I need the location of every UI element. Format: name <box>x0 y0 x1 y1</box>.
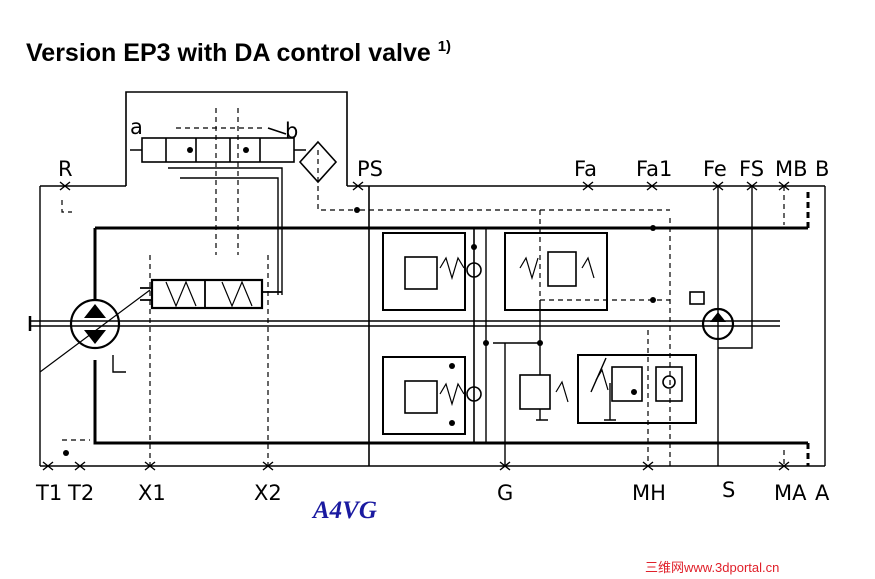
port-label-mb: MB <box>775 157 808 181</box>
port-label-b: B <box>815 157 829 181</box>
valve-label-a: a <box>130 115 143 139</box>
valve-label-b: b <box>285 119 298 143</box>
port-label-fe: Fe <box>703 157 727 181</box>
port-label-ps: PS <box>357 157 383 181</box>
schematic-lines <box>28 91 826 471</box>
title-footnote: 1) <box>437 38 452 55</box>
charge-pump-arrow-icon <box>710 312 726 322</box>
port-label-x2: X2 <box>254 481 282 505</box>
title-text: Version EP3 with DA control valve <box>26 39 431 67</box>
port-label-fs: FS <box>739 157 764 181</box>
port-label-s: S <box>722 478 735 502</box>
pump-arrow-icon <box>84 304 106 344</box>
port-label-t2: T2 <box>67 481 94 505</box>
port-label-x1: X1 <box>138 481 166 505</box>
product-label: A4VG <box>311 497 377 524</box>
page-title: Version EP3 with DA control valve 1) <box>26 38 451 68</box>
port-label-t1: T1 <box>35 481 62 505</box>
port-label-a: A <box>815 481 830 505</box>
port-label-ma: MA <box>774 481 807 505</box>
port-label-mh: MH <box>632 481 666 505</box>
port-labels: R PS Fa Fa1 Fe FS MB B T1 T2 X1 X2 G MH … <box>35 115 830 505</box>
port-label-fa1: Fa1 <box>636 157 672 181</box>
port-label-fa: Fa <box>574 157 597 181</box>
port-label-r: R <box>58 157 73 181</box>
port-label-g: G <box>497 481 513 505</box>
watermark: 三维网www.3dportal.cn <box>645 560 779 575</box>
arrow-marks <box>63 147 726 456</box>
